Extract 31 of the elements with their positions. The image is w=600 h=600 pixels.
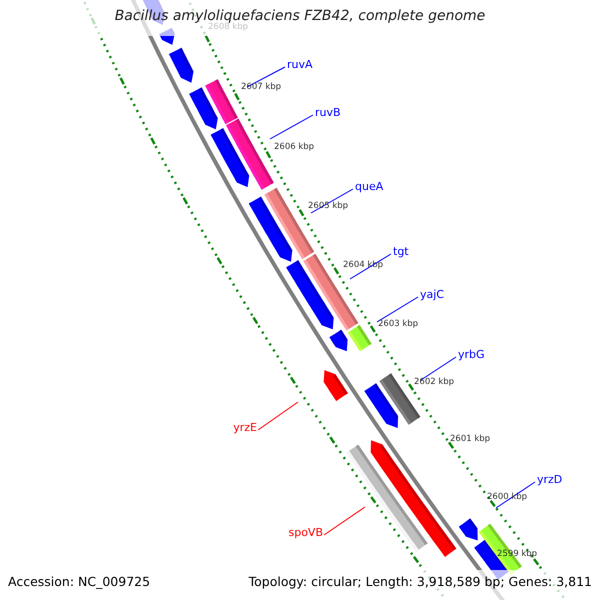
gene-feature [226, 118, 274, 190]
gene-label: ruvB [315, 106, 341, 120]
footer-text: Topology: circular; Length: 3,918,589 bp; Genes: 3,811 [248, 575, 592, 589]
leader-line [324, 506, 366, 536]
gene-label: yrzD [537, 474, 562, 486]
scale-label: 2603 kbp [378, 320, 418, 330]
title: Bacillus amyloliquefaciens FZB42, complete genome [114, 9, 486, 24]
leader-line [496, 482, 536, 508]
leader-line [246, 66, 286, 88]
scale-label: 2600 kbp [487, 493, 528, 503]
scale-label: 2606 kbp [274, 143, 314, 153]
scale-label: 2602 kbp [414, 378, 454, 388]
footer-text: Accession: NC_009725 [8, 575, 150, 589]
gene-label: yrbG [458, 348, 485, 362]
gene-feature [346, 444, 428, 552]
leader-line [270, 114, 314, 140]
gene-label: queA [355, 180, 384, 194]
gene-feature [348, 324, 372, 352]
gene-label: yajC [420, 288, 444, 302]
gene-feature [324, 370, 348, 401]
scale-label: 2601 kbp [450, 435, 490, 445]
gene-label: spoVB [288, 526, 323, 540]
leader-line [350, 254, 392, 280]
leader-line [376, 296, 418, 322]
gene-label: yrzE [233, 422, 257, 434]
gene-label: ruvA [287, 58, 313, 72]
gene-feature [205, 79, 238, 124]
scale-label: 2607 kbp [241, 83, 282, 93]
gene-label: tgt [393, 246, 409, 258]
leader-line [258, 402, 298, 430]
leader-line [420, 356, 456, 380]
